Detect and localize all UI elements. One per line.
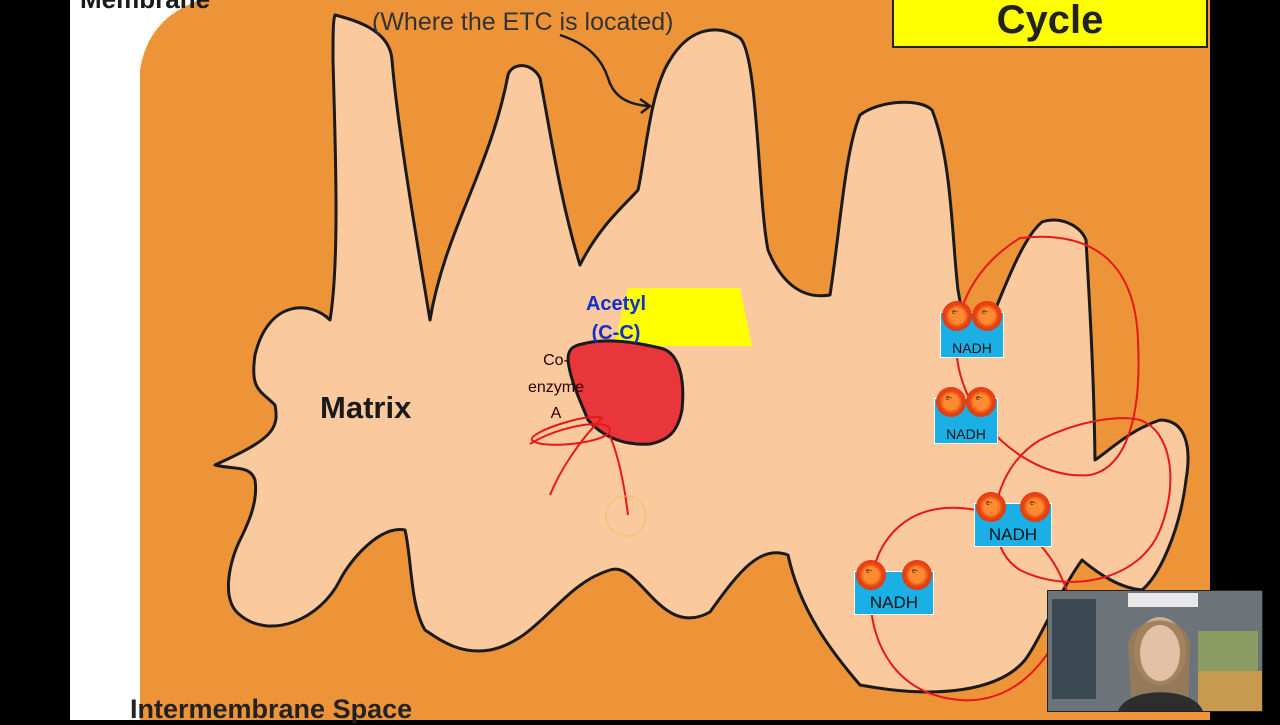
annotation-coa-scribble <box>529 415 629 516</box>
electron-icon: e- <box>904 562 930 588</box>
title-box: Cycle <box>892 0 1208 48</box>
membrane-label: Membrane <box>80 0 210 15</box>
slide-title: Cycle <box>996 0 1104 42</box>
nadh-molecule: e- e- NADH <box>974 494 1052 547</box>
nadh-label: NADH <box>946 426 986 442</box>
coenzyme-label-line3: A <box>550 405 562 422</box>
matrix-label: Matrix <box>320 390 412 425</box>
electron-icon: e- <box>978 494 1004 520</box>
nadh-label: NADH <box>952 340 992 356</box>
presenter-video <box>1048 591 1262 711</box>
nadh-molecule: e- e- NADH <box>854 562 934 615</box>
etc-arrowhead <box>639 97 653 114</box>
electron-icon: e- <box>968 389 994 415</box>
coenzyme-label-line2: enzyme <box>527 379 585 396</box>
slide <box>70 0 1210 720</box>
electron-icon: e- <box>974 303 1000 329</box>
mitochondrion-diagram <box>140 0 1210 720</box>
coenzyme-label-line1: Co- <box>543 352 569 369</box>
etc-arrow <box>559 33 649 108</box>
intermembrane-space-label: Intermembrane Space <box>130 694 413 724</box>
electron-icon: e- <box>938 389 964 415</box>
acetyl-label: Acetyl <box>585 293 647 315</box>
acetyl-formula: (C-C) <box>591 322 641 344</box>
coenzyme-a-blob <box>566 339 685 446</box>
nadh-molecule: e- e- NADH <box>934 389 998 444</box>
etc-note: (Where the ETC is located) <box>372 8 674 36</box>
acetyl-box <box>614 288 752 346</box>
pointer-ring <box>605 495 647 537</box>
nadh-molecule: e- e- NADH <box>940 303 1004 358</box>
nadh-label: NADH <box>988 525 1038 544</box>
electron-icon: e- <box>858 562 884 588</box>
nadh-label: NADH <box>869 593 919 612</box>
matrix-region <box>213 13 1190 694</box>
annotation-circle-2 <box>994 417 1172 583</box>
electron-icon: e- <box>1022 494 1048 520</box>
webcam-overlay <box>1047 590 1263 712</box>
electron-icon: e- <box>944 303 970 329</box>
